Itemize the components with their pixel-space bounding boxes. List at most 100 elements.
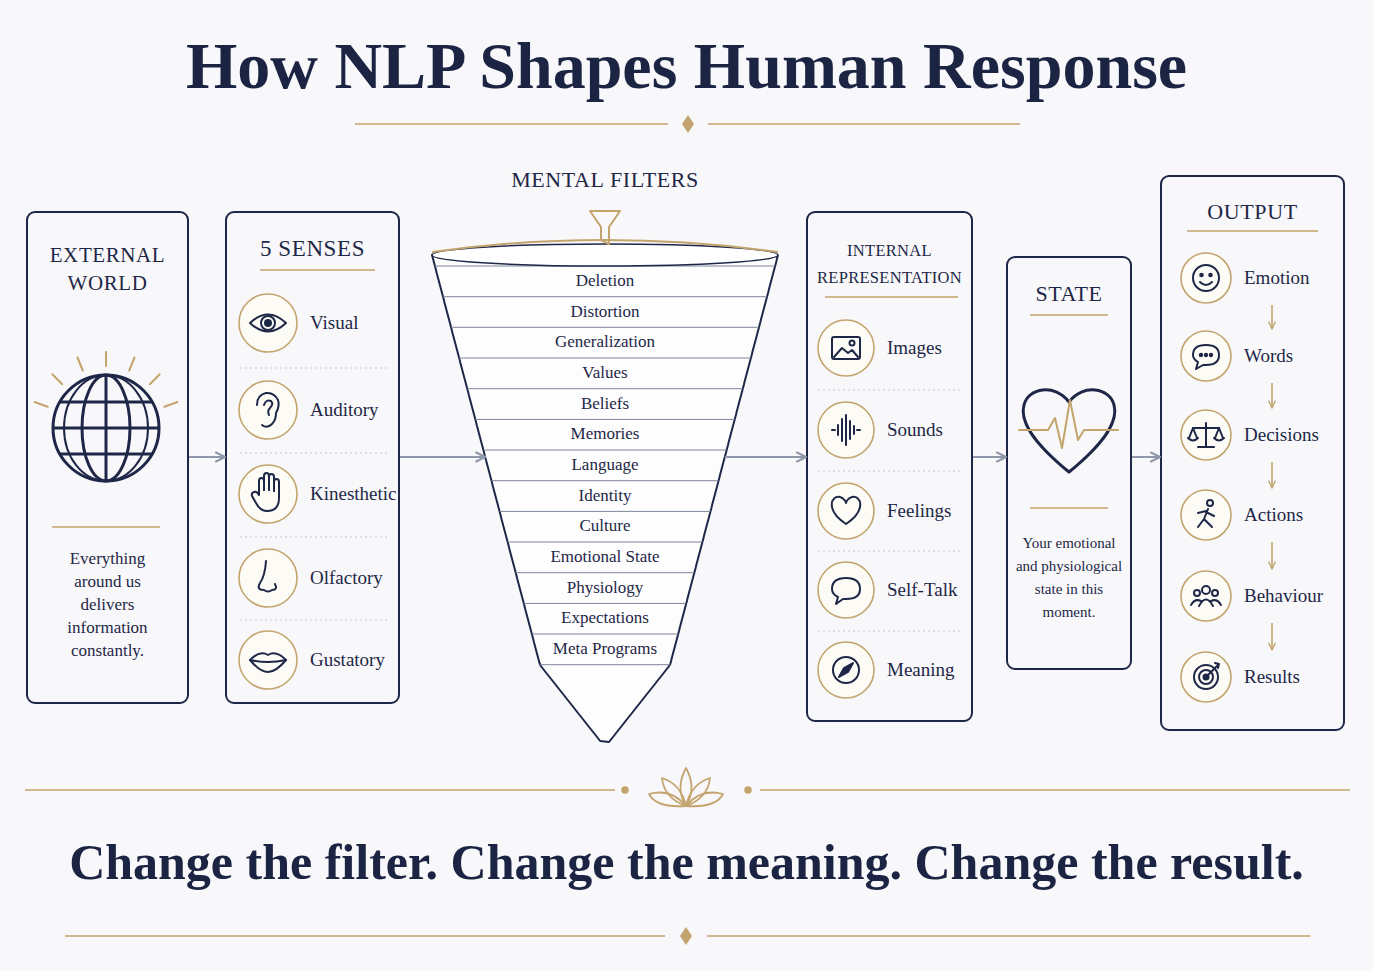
filter-label: Identity	[502, 481, 707, 511]
row-separator	[818, 471, 960, 472]
icon-ring	[818, 402, 874, 458]
state-heart	[1023, 390, 1115, 472]
icon-ring	[818, 562, 874, 618]
representation-label: Meaning	[887, 657, 955, 683]
image-icon	[850, 341, 855, 346]
target-icon	[1194, 665, 1218, 689]
box-heading: EXTERNAL WORLD	[33, 241, 183, 297]
filter-label: Values	[470, 358, 740, 388]
filter-band: Meta Programs	[543, 634, 668, 664]
filter-band: Language	[494, 450, 715, 480]
icon-ring	[1181, 652, 1231, 702]
output-row: Actions	[1172, 488, 1340, 542]
flow-arrow	[1271, 542, 1273, 569]
box-body: Your emotional and physiological state i…	[1010, 532, 1128, 624]
heading-underline	[1030, 507, 1108, 509]
title-rule	[355, 123, 668, 125]
filter-label: Deletion	[446, 266, 764, 296]
footer-rule	[65, 935, 665, 937]
icon-ring	[818, 483, 874, 539]
sense-label: Gustatory	[310, 647, 385, 673]
funnel-rim-accent	[432, 240, 778, 252]
filter-band: Identity	[502, 481, 707, 511]
filter-band: Physiology	[527, 573, 684, 603]
icon-ring	[239, 549, 297, 607]
words-icon	[1193, 345, 1219, 369]
representation-label: Self-Talk	[887, 577, 957, 603]
lotus-ornament	[662, 778, 686, 806]
row-separator	[240, 368, 960, 631]
scales-icon	[1214, 428, 1224, 441]
filter-label: Memories	[486, 419, 724, 449]
output-label: Words	[1244, 343, 1293, 369]
lotus-ornament	[649, 793, 686, 807]
flow-arrow	[1271, 462, 1273, 488]
funnel-band-line	[540, 664, 670, 665]
sense-label: Kinesthetic	[310, 481, 397, 507]
globe-rays	[105, 352, 107, 366]
funnel-icon	[590, 211, 620, 244]
row-separator	[240, 453, 388, 454]
sense-row: Kinesthetic	[236, 454, 396, 534]
output-icons	[1188, 265, 1224, 689]
lotus-ornament	[649, 768, 723, 806]
page-caption: Change the filter. Change the meaning. C…	[69, 822, 1304, 902]
stage-arrow	[400, 456, 485, 458]
rule-diamond	[682, 115, 694, 133]
speech-icon	[832, 578, 860, 604]
image-icon	[832, 337, 860, 359]
output-row: Decisions	[1172, 408, 1340, 462]
hand-icon	[252, 479, 279, 511]
words-icon	[1200, 354, 1202, 356]
lotus-ornament	[686, 778, 710, 806]
smile-icon	[1193, 265, 1219, 291]
sense-icons	[250, 315, 286, 673]
compass-icon	[839, 663, 853, 677]
globe-icon	[82, 375, 130, 481]
flow-arrow	[1271, 383, 1273, 408]
people-icon	[1194, 590, 1200, 596]
sense-row: Gustatory	[236, 620, 396, 700]
scales-icon	[1188, 423, 1224, 447]
words-icon	[1205, 354, 1207, 356]
filter-band: Emotional State	[519, 542, 692, 572]
page-title-row: How NLP Shapes Human Response	[0, 26, 1373, 106]
target-icon	[1204, 675, 1209, 680]
globe-rays	[78, 358, 83, 371]
icon-ring	[1181, 331, 1231, 381]
flow-arrow	[1271, 623, 1273, 650]
heading-underline	[1187, 230, 1318, 232]
people-icon	[1202, 586, 1210, 594]
icon-ring	[1181, 253, 1231, 303]
image-icon	[834, 348, 858, 357]
globe-rays	[35, 402, 48, 407]
people-icon	[1191, 600, 1221, 607]
compass-icon	[833, 657, 859, 683]
filter-band: Beliefs	[478, 389, 732, 419]
representation-row: Self-Talk	[815, 551, 965, 629]
representation-icons	[832, 337, 861, 683]
output-row: Words	[1172, 329, 1340, 383]
funnel-band-line	[443, 296, 767, 297]
filter-funnel: MENTAL FILTERSDeletionDistortionGenerali…	[425, 160, 785, 745]
page-title: How NLP Shapes Human Response	[186, 26, 1187, 106]
sense-label: Olfactory	[310, 565, 383, 591]
output-label: Decisions	[1244, 422, 1319, 448]
stage-arrow	[1132, 456, 1160, 458]
filter-label: Physiology	[527, 573, 684, 603]
image-icon	[832, 337, 860, 359]
icon-ring	[239, 381, 297, 439]
scales-icon	[1188, 428, 1198, 441]
row-separator	[818, 551, 960, 552]
eye-icon	[261, 316, 275, 330]
smile-icon	[1193, 265, 1219, 291]
state-heart	[1019, 390, 1118, 472]
icon-ring	[239, 631, 297, 689]
words-icon	[1193, 345, 1219, 369]
output-label: Behaviour	[1244, 583, 1323, 609]
filter-label: Culture	[510, 511, 699, 541]
funnel-body	[432, 255, 778, 742]
filter-band: Deletion	[446, 266, 764, 296]
heading-underline	[52, 526, 160, 528]
